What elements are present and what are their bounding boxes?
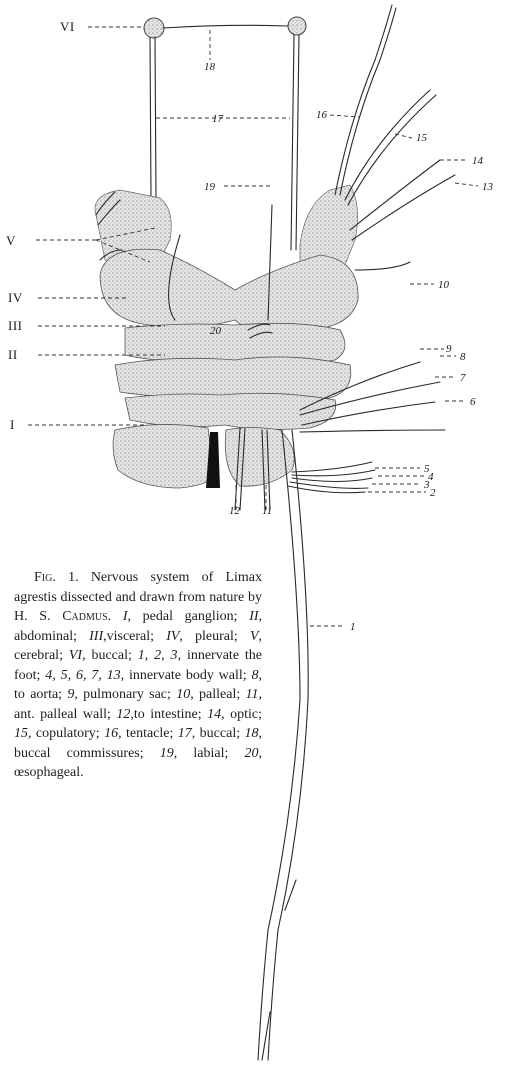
legend-key: 19 <box>160 746 174 761</box>
label-2: 2 <box>430 487 436 499</box>
legend-text: , buccal; <box>192 726 245 741</box>
label-14: 14 <box>472 155 484 167</box>
label-13: 13 <box>482 181 494 193</box>
legend-text: ,to intestine; <box>130 707 207 722</box>
legend-text: , optic; <box>221 707 262 722</box>
legend-key: VI <box>69 648 82 663</box>
legend-text: ,visceral; <box>103 629 166 644</box>
label-5: 5 <box>424 463 430 475</box>
legend-key: 18 <box>245 726 259 741</box>
pedal-ganglion-left <box>113 424 214 488</box>
legend-key: 17 <box>178 726 192 741</box>
legend-text: , tentacle; <box>118 726 178 741</box>
label-II: II <box>8 347 18 362</box>
buccal-commissure <box>163 25 288 28</box>
label-18: 18 <box>204 61 216 73</box>
legend-text: , palleal; <box>190 687 245 702</box>
pedal-ganglion-right <box>225 428 294 487</box>
label-12: 12 <box>229 505 241 517</box>
legend-text: , buccal; <box>82 648 138 663</box>
legend-key: II <box>249 609 258 624</box>
caption-author: Cadmus. <box>62 609 111 624</box>
caption-legend: I, pedal ganglion; II, abdominal; III,vi… <box>14 609 262 780</box>
buccal-connective-right <box>291 35 294 250</box>
label-VI: VI <box>60 19 75 34</box>
legend-text: , labial; <box>174 746 245 761</box>
label-20: 20 <box>210 325 222 337</box>
legend-key: IV <box>166 629 179 644</box>
label-7: 7 <box>460 372 466 384</box>
legend-key: V <box>250 629 259 644</box>
legend-key: 12 <box>116 707 130 722</box>
label-15: 15 <box>416 132 428 144</box>
visceral-ganglia <box>115 357 351 400</box>
legend-key: 1, 2, 3 <box>138 648 178 663</box>
legend-key: 10 <box>176 687 190 702</box>
label-11: 11 <box>262 505 272 517</box>
legend-text: , pulmonary sac; <box>74 687 176 702</box>
cerebral-ganglia <box>100 249 358 331</box>
label-6: 6 <box>470 396 476 408</box>
buccal-connective-left <box>150 37 151 200</box>
legend-key: III <box>89 629 103 644</box>
label-10: 10 <box>438 279 450 291</box>
label-8: 8 <box>460 351 466 363</box>
legend-key: 16 <box>104 726 118 741</box>
legend-text: , copulatory; <box>28 726 104 741</box>
label-19: 19 <box>204 181 216 193</box>
legend-key: 20 <box>245 746 259 761</box>
legend-text: , pedal ganglion; <box>128 609 250 624</box>
label-I: I <box>10 417 15 432</box>
legend-key: 11 <box>246 687 259 702</box>
legend-text: , innervate body wall; <box>121 668 252 683</box>
label-1: 1 <box>350 621 356 633</box>
figure-caption: Fig. 1. Nervous system of Limax agrestis… <box>14 568 262 783</box>
legend-text: , pleural; <box>179 629 250 644</box>
label-III: III <box>8 318 23 333</box>
label-17: 17 <box>212 113 224 125</box>
label-V: V <box>6 233 16 248</box>
legend-key: 15 <box>14 726 28 741</box>
ganglion-mass <box>95 185 358 488</box>
caption-figure-label: Fig. 1. <box>34 570 79 585</box>
label-16: 16 <box>316 109 328 121</box>
pleural-ganglia <box>125 323 345 364</box>
label-IV: IV <box>8 290 23 305</box>
legend-key: 14 <box>207 707 221 722</box>
label-9: 9 <box>446 343 452 355</box>
legend-key: 8 <box>252 668 259 683</box>
legend-key: 4, 5, 6, 7, 13 <box>45 668 120 683</box>
